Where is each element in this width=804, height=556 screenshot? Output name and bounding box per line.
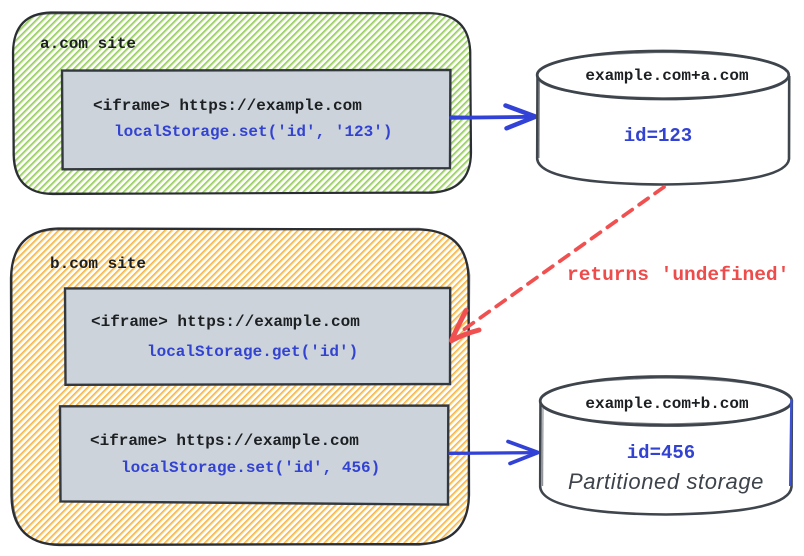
svg-text:localStorage.set('id', 456): localStorage.set('id', 456): [121, 459, 380, 477]
svg-text:<iframe> https://example.com: <iframe> https://example.com: [90, 432, 359, 450]
svg-text:a.com site: a.com site: [40, 35, 136, 53]
svg-text:example.com+b.com: example.com+b.com: [585, 395, 749, 413]
svg-text:<iframe> https://example.com: <iframe> https://example.com: [91, 313, 360, 331]
svg-text:id=123: id=123: [624, 125, 692, 147]
svg-text:returns 'undefined': returns 'undefined': [567, 264, 789, 286]
svg-text:example.com+a.com: example.com+a.com: [585, 67, 749, 85]
svg-text:localStorage.set('id', '123'): localStorage.set('id', '123'): [114, 123, 392, 141]
svg-text:Partitioned storage: Partitioned storage: [568, 469, 764, 494]
svg-text:<iframe> https://example.com: <iframe> https://example.com: [93, 97, 362, 115]
svg-text:id=456: id=456: [627, 442, 695, 464]
svg-text:localStorage.get('id'): localStorage.get('id'): [147, 343, 358, 361]
svg-text:b.com site: b.com site: [50, 255, 146, 273]
